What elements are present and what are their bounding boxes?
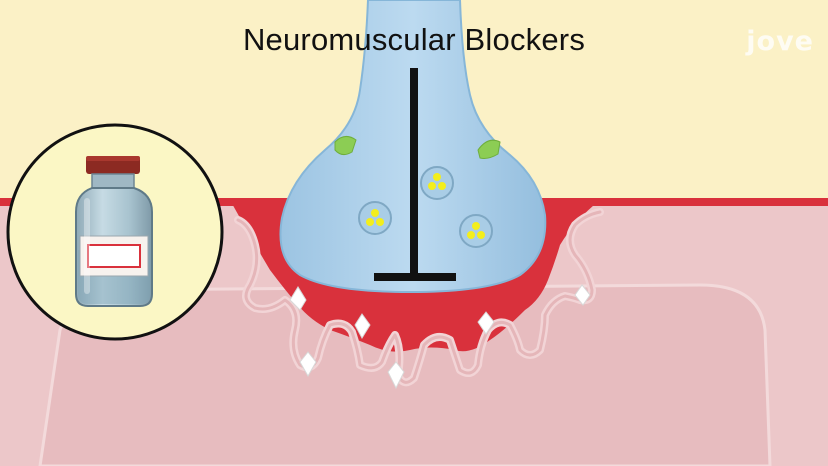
vesicle (420, 166, 454, 200)
vesicle (358, 201, 392, 235)
page-title: Neuromuscular Blockers (242, 22, 586, 57)
blocker-bar (374, 68, 456, 281)
vesicle (459, 214, 493, 248)
junctional-folds-inner (236, 210, 602, 384)
presynaptic-receptors (334, 136, 501, 159)
synaptic-vesicles (358, 166, 493, 248)
acetylcholine-receptors (289, 284, 591, 390)
vial-icon (75, 156, 153, 307)
inset-vial-circle (6, 123, 224, 341)
jove-watermark-logo: jove (746, 26, 814, 57)
